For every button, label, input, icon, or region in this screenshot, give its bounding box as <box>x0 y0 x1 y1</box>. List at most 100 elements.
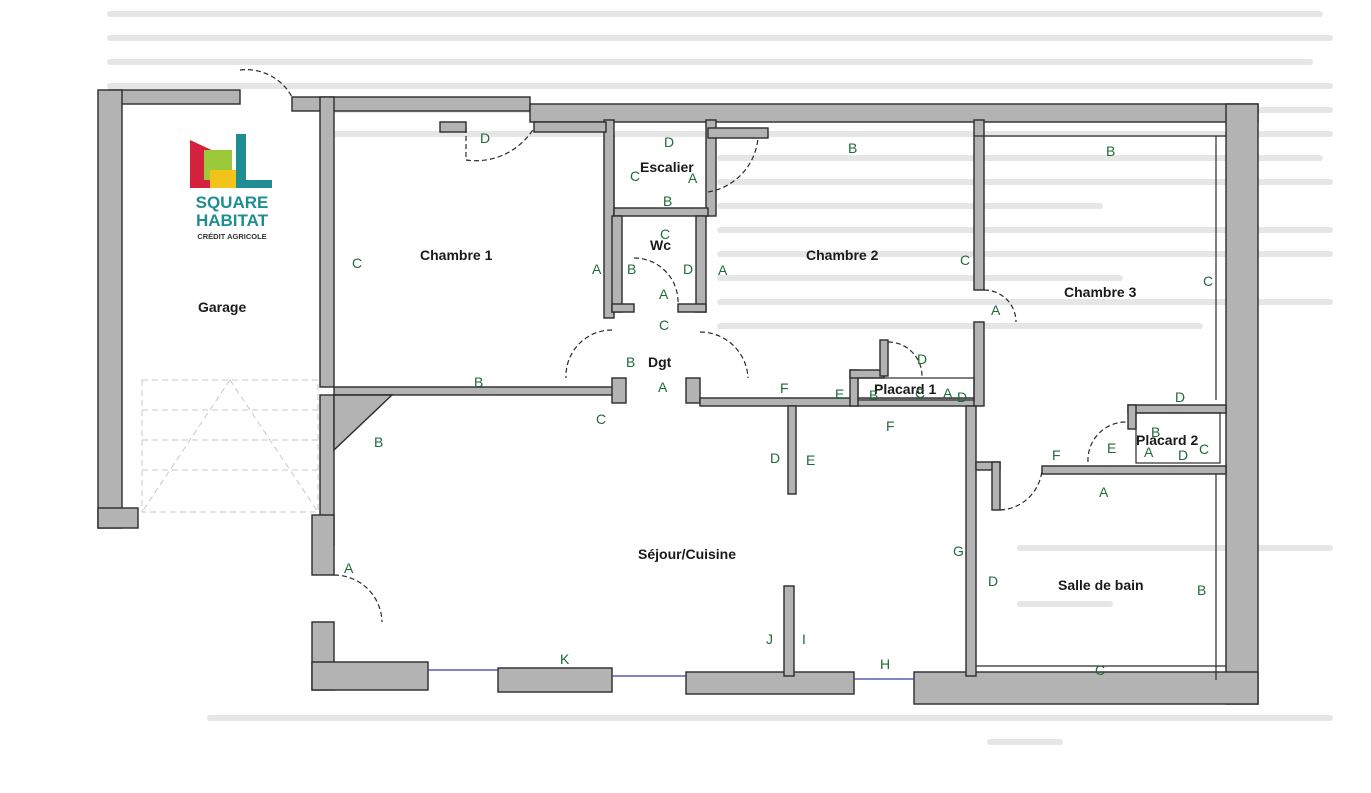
wall-label: C <box>352 255 362 271</box>
wall-label: D <box>770 450 780 466</box>
interior-lines <box>613 134 1226 680</box>
placard1-door <box>887 341 923 377</box>
chambre1-door-wall-left <box>439 121 467 133</box>
sdb-door <box>999 469 1043 511</box>
room-dgt: Dgt <box>648 354 672 370</box>
wall-label: C <box>630 168 640 184</box>
wall-label: C <box>596 411 606 427</box>
wall-label: B <box>627 261 636 277</box>
wall-label: J <box>766 631 773 647</box>
escalier-wall-right <box>705 119 717 217</box>
wall-label: E <box>835 386 844 402</box>
wall-label: F <box>1052 447 1061 463</box>
room-chambre1: Chambre 1 <box>420 247 493 263</box>
wall-label: G <box>953 543 964 559</box>
room-garage: Garage <box>198 299 246 315</box>
sejour-partition-lower <box>783 585 795 677</box>
wall-label: F <box>780 380 789 396</box>
wall-label: B <box>474 374 483 390</box>
wall-label: E <box>806 452 815 468</box>
wall-label: B <box>1106 143 1115 159</box>
wall-label: A <box>688 170 698 186</box>
wall-label: B <box>626 354 635 370</box>
sejour-wall-right <box>965 405 977 677</box>
wall-label: C <box>659 317 669 333</box>
escalier-wall-bottom <box>613 207 709 217</box>
house-wall-bottom-4 <box>913 671 1259 705</box>
wc-wall-right <box>695 215 707 313</box>
wall-label: B <box>848 140 857 156</box>
bleed-through-text <box>107 11 1333 745</box>
wall-label: I <box>802 631 806 647</box>
wall-label: K <box>560 651 570 667</box>
wall-label: A <box>718 262 728 278</box>
wc-wall-left <box>611 215 623 313</box>
square-habitat-logo: SQUARE HABITAT CRÉDIT AGRICOLE <box>186 132 278 260</box>
house-wall-left-upper <box>319 96 335 388</box>
house-wall-bottom-2 <box>497 667 613 693</box>
wall-label: F <box>886 418 895 434</box>
chambre1-door-wall <box>533 121 607 133</box>
wall-label: B <box>1151 424 1160 440</box>
wall-label: A <box>658 379 668 395</box>
logo-text-habitat: HABITAT <box>195 211 269 230</box>
placard1-wall-post <box>879 339 889 377</box>
room-chambre2: Chambre 2 <box>806 247 879 263</box>
wall-label: A <box>991 302 1001 318</box>
room-placard1: Placard 1 <box>874 381 936 397</box>
sejour-partition-upper <box>787 405 797 495</box>
wall-label: D <box>988 573 998 589</box>
room-salle-de-bain: Salle de bain <box>1058 577 1144 593</box>
wall-label: C <box>1095 662 1105 678</box>
placard2-wall-left <box>1127 404 1137 430</box>
wall-label: E <box>1107 440 1116 456</box>
dgt-wall-right <box>685 377 701 404</box>
walls <box>97 89 1259 705</box>
doors <box>239 69 1127 623</box>
windows <box>428 669 914 680</box>
wall-label: B <box>663 193 672 209</box>
wc-wall-bottom-right <box>677 303 707 313</box>
garage-wall-bottom <box>97 507 139 529</box>
house-wall-bottom-3 <box>685 671 855 695</box>
wc-wall-bottom-left <box>611 303 635 313</box>
wall-label: H <box>880 656 890 672</box>
sejour-entry-door <box>333 574 383 623</box>
escalier-door <box>707 137 759 193</box>
logo-text-credit-agricole: CRÉDIT AGRICOLE <box>197 232 267 241</box>
room-escalier: Escalier <box>640 159 694 175</box>
wall-labels: D C A B D C A B C B D A C B A C B A C F … <box>344 130 1213 678</box>
wall-label: D <box>664 134 674 150</box>
logo-text-square: SQUARE <box>195 193 269 212</box>
wall-label: B <box>1197 582 1206 598</box>
sdb-wall-top <box>1041 465 1227 475</box>
house-wall-bottom-1 <box>311 661 429 691</box>
escalier-wall-top-ext <box>707 127 769 139</box>
sejour-corner-wall <box>333 394 394 452</box>
wall-label: C <box>1199 441 1209 457</box>
chambre2-wall-right-upper <box>973 119 985 291</box>
garage-door <box>141 379 319 513</box>
room-labels: Garage Chambre 1 Escalier Wc Chambre 2 C… <box>198 159 1198 593</box>
square-habitat-logo-mark <box>190 134 272 188</box>
wall-label: B <box>374 434 383 450</box>
dgt-wall-left <box>611 377 627 404</box>
wall-label: D <box>480 130 490 146</box>
wall-label: C <box>1203 273 1213 289</box>
room-placard2: Placard 2 <box>1136 432 1198 448</box>
sejour-wall-left-block <box>311 514 335 576</box>
wall-label: D <box>683 261 693 277</box>
wc-door <box>633 257 679 305</box>
dgt-left-door <box>565 329 613 379</box>
wall-label: C <box>660 226 670 242</box>
wall-label: C <box>915 385 925 401</box>
chambre3-door <box>983 289 1017 323</box>
house-wall-top <box>529 103 1259 123</box>
wall-label: B <box>869 387 878 403</box>
wall-label: A <box>1099 484 1109 500</box>
dgt-right-door <box>699 331 749 379</box>
wall-label: D <box>917 351 927 367</box>
room-sejour: Séjour/Cuisine <box>638 546 736 562</box>
room-wc: Wc <box>650 237 671 253</box>
wall-label: D <box>1175 389 1185 405</box>
